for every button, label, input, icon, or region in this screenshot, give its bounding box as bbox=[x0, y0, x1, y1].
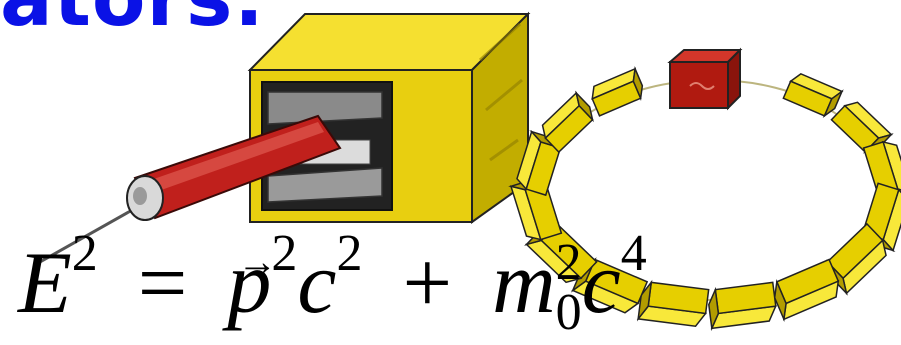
red-block bbox=[667, 47, 743, 111]
formula-E: E bbox=[18, 235, 72, 332]
formula-exp-c1: 2 bbox=[336, 225, 363, 282]
formula-equals: = bbox=[137, 235, 188, 332]
formula-plus: + bbox=[402, 235, 453, 332]
ring-magnet-block bbox=[508, 179, 563, 241]
ring-magnet-block bbox=[516, 130, 563, 197]
formula-m: m bbox=[492, 235, 556, 332]
ring-magnet-block bbox=[636, 279, 710, 328]
title-fragment: ators: bbox=[0, 0, 266, 38]
linear-accelerator-magnet bbox=[247, 11, 531, 224]
formula-c1: c bbox=[297, 235, 337, 332]
circular-accelerator-ring bbox=[508, 47, 901, 332]
formula-exp-p: 2 bbox=[271, 225, 298, 282]
formula-p: p bbox=[227, 235, 272, 332]
ring-magnet-block bbox=[782, 73, 844, 119]
formula-exp-E: 2 bbox=[71, 225, 98, 282]
ring-magnet-block bbox=[541, 90, 594, 154]
formula-exp-c2: 4 bbox=[620, 225, 647, 282]
beam-tube bbox=[39, 114, 342, 264]
ring-magnet-block bbox=[773, 258, 840, 323]
vector-arrow-icon: → bbox=[237, 239, 278, 284]
ring-magnet-block bbox=[708, 281, 777, 332]
formula-c2: c bbox=[581, 235, 621, 332]
ring-magnet-block bbox=[591, 65, 644, 117]
formula-sub-m: 0 bbox=[555, 283, 582, 341]
formula-p-vector: →p bbox=[227, 240, 277, 328]
formula-exp-m: 2 bbox=[555, 234, 582, 292]
ring-magnet-block bbox=[524, 222, 598, 284]
